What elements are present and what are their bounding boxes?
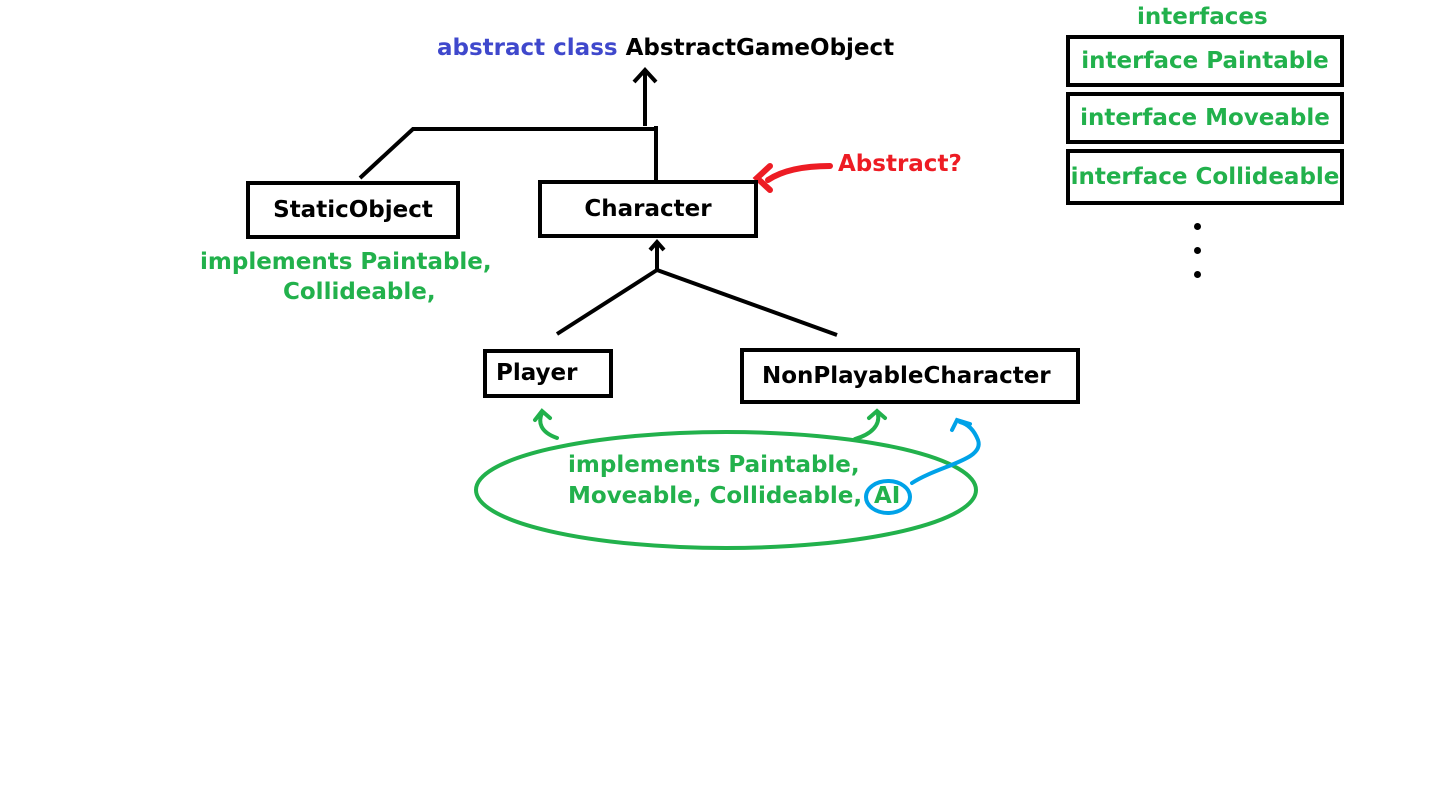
player-connector bbox=[555, 268, 659, 336]
more-interfaces-dot-3 bbox=[1194, 271, 1201, 278]
class-name-character: Character bbox=[584, 195, 712, 222]
class-name-player: Player bbox=[496, 360, 578, 386]
interface-box-moveable: interface Moveable bbox=[1066, 92, 1344, 144]
npc-connector bbox=[656, 268, 838, 337]
abstract-question-arrow bbox=[752, 163, 833, 193]
interfaces-heading: interfaces bbox=[1137, 4, 1268, 30]
root-class-name: AbstractGameObject bbox=[625, 35, 895, 61]
class-box-player: Player bbox=[483, 349, 613, 398]
inheritance-arrow-character bbox=[648, 238, 666, 270]
interface-box-collideable: interface Collideable bbox=[1066, 149, 1344, 205]
abstract-keyword: abstract class bbox=[437, 35, 618, 61]
character-implements-line2: Moveable, Collideable, bbox=[568, 483, 863, 509]
implements-ellipse bbox=[474, 430, 978, 550]
abstract-question-label: Abstract? bbox=[838, 151, 962, 177]
staticobject-implements-line2: Collideable, bbox=[283, 279, 436, 305]
ai-highlight-circle bbox=[864, 479, 912, 515]
ai-arrow-npc bbox=[910, 417, 981, 485]
interface-name-moveable: interface Moveable bbox=[1080, 104, 1330, 131]
class-name-npc: NonPlayableCharacter bbox=[762, 362, 1051, 389]
implements-arrow-player bbox=[533, 408, 559, 440]
class-name-staticobject: StaticObject bbox=[273, 196, 433, 223]
more-interfaces-dot-2 bbox=[1194, 247, 1201, 254]
implements-arrow-npc bbox=[853, 408, 887, 441]
character-implements-line1: implements Paintable, bbox=[568, 452, 860, 478]
class-box-npc: NonPlayableCharacter bbox=[740, 348, 1080, 404]
staticobject-implements-line1: implements Paintable, bbox=[200, 249, 492, 275]
class-box-character: Character bbox=[538, 180, 758, 238]
interface-name-collideable: interface Collideable bbox=[1070, 163, 1340, 190]
class-box-staticobject: StaticObject bbox=[246, 181, 460, 239]
ai-interface-label: AI bbox=[874, 483, 901, 509]
staticobject-connector bbox=[358, 127, 655, 180]
more-interfaces-dot-1 bbox=[1194, 223, 1201, 230]
inheritance-arrow-root bbox=[632, 67, 658, 126]
interface-box-paintable: interface Paintable bbox=[1066, 35, 1344, 87]
interface-name-paintable: interface Paintable bbox=[1081, 47, 1329, 74]
root-class-title: abstract class AbstractGameObject bbox=[437, 37, 894, 60]
